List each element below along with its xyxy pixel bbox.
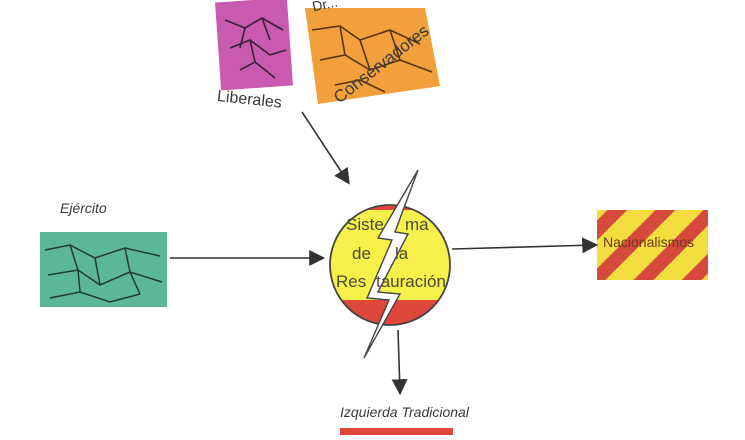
label-izquierda: Izquierda Tradicional <box>340 404 469 420</box>
arrow-liberales <box>302 112 348 182</box>
center-text-1b: ma <box>405 215 429 235</box>
center-text-3a: Res <box>336 272 366 292</box>
label-ejercito: Ejército <box>60 200 107 216</box>
center-text-1a: Siste <box>346 215 384 235</box>
arrow-nacionalismos <box>452 245 595 249</box>
ejercito-block <box>40 232 167 307</box>
center-text-2b: la <box>395 244 408 264</box>
izquierda-bar <box>340 428 453 435</box>
liberales-block <box>215 0 293 90</box>
center-text-3b: tauración <box>376 272 446 292</box>
label-nacionalismos: Nacionalismos <box>603 234 694 250</box>
arrow-izquierda <box>398 330 400 392</box>
center-text-2a: de <box>352 244 371 264</box>
